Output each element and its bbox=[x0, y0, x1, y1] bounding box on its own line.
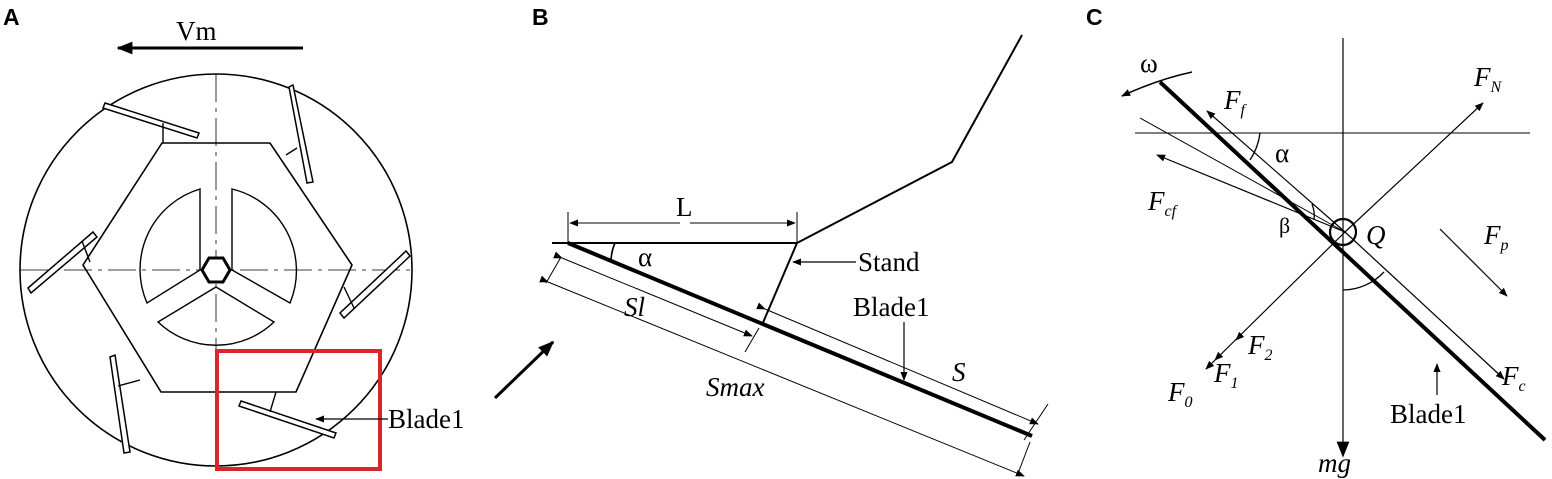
ext-end-s bbox=[1023, 403, 1049, 441]
sector-cutout-left bbox=[139, 188, 201, 305]
panel-label-b: B bbox=[532, 4, 549, 30]
panel-c: C ω Ff α FN Fcf β Q bbox=[1086, 4, 1547, 478]
blade-label-c: Blade1 bbox=[1390, 399, 1466, 429]
blade-label-b: Blade1 bbox=[853, 292, 929, 322]
force-fp-arrow bbox=[1439, 228, 1508, 297]
alpha-label-c: α bbox=[1275, 138, 1289, 168]
blade-left bbox=[27, 230, 99, 295]
panel-a: A Vm bbox=[3, 4, 555, 471]
panel-b: B L α Stand Blade1 Sl Smax bbox=[532, 4, 1049, 477]
sector-cutout-right bbox=[231, 188, 298, 305]
fc-label: Fc bbox=[1501, 361, 1526, 395]
s-dim bbox=[756, 302, 1039, 425]
hub-hexagon bbox=[82, 142, 353, 393]
omega-label: ω bbox=[1140, 48, 1158, 78]
panel-label-a: A bbox=[3, 4, 20, 30]
stand-label: Stand bbox=[858, 247, 920, 277]
force-ff-arrow bbox=[1206, 110, 1346, 233]
stand-line bbox=[761, 242, 798, 326]
blade-top-left bbox=[102, 102, 200, 143]
rotation-arrow bbox=[1121, 71, 1193, 97]
blade-top-right bbox=[285, 83, 314, 184]
ext-stand bbox=[744, 327, 760, 353]
blade-c bbox=[1158, 80, 1547, 442]
angle-label-b: α bbox=[638, 242, 652, 272]
ext-end-smax bbox=[1016, 441, 1031, 477]
force-fc-arrow bbox=[1344, 231, 1505, 380]
ff-label: Ff bbox=[1223, 85, 1248, 119]
beta-label: β bbox=[1279, 213, 1290, 238]
s1-dim bbox=[553, 251, 753, 337]
angle-arc-b bbox=[610, 242, 616, 262]
fn-label: FN bbox=[1473, 62, 1503, 96]
blade-bottom-left bbox=[109, 353, 141, 454]
zoom-arrow bbox=[493, 340, 555, 400]
blade-right bbox=[338, 249, 412, 320]
beta-arc bbox=[1311, 203, 1315, 221]
f1-label: F1 bbox=[1213, 358, 1239, 392]
force-f0-arrowhead bbox=[1205, 360, 1215, 370]
smax-label: Smax bbox=[706, 372, 764, 402]
mg-label: mg bbox=[1318, 448, 1351, 478]
velocity-label: Vm bbox=[176, 16, 217, 46]
force-fn-arrow bbox=[1344, 102, 1484, 233]
q-label: Q bbox=[1366, 220, 1386, 250]
ext-start bbox=[545, 256, 562, 284]
highlight-box bbox=[215, 349, 382, 471]
sector-cutout-bottom bbox=[156, 286, 276, 346]
length-label: L bbox=[676, 192, 693, 222]
lower-angle-arc bbox=[1342, 271, 1385, 291]
f0-label: F0 bbox=[1167, 377, 1193, 411]
force-resultant-line bbox=[1205, 231, 1346, 370]
frame-line bbox=[796, 34, 1023, 244]
force-f2-arrowhead bbox=[1235, 331, 1245, 341]
blades bbox=[27, 83, 412, 454]
parallel-line bbox=[1139, 117, 1346, 233]
hex-bolt bbox=[200, 256, 232, 284]
panel-label-c: C bbox=[1086, 4, 1103, 30]
f2-label: F2 bbox=[1247, 330, 1273, 364]
s-label: S bbox=[952, 357, 966, 387]
blade-bottom-right bbox=[238, 391, 337, 439]
particle-q bbox=[1328, 217, 1358, 247]
alpha-arc-c bbox=[1249, 132, 1261, 161]
force-f1-arrowhead bbox=[1214, 351, 1224, 361]
fcf-label: Fcf bbox=[1147, 186, 1179, 220]
fp-label: Fp bbox=[1483, 220, 1509, 254]
blade-label-a: Blade1 bbox=[388, 404, 464, 434]
